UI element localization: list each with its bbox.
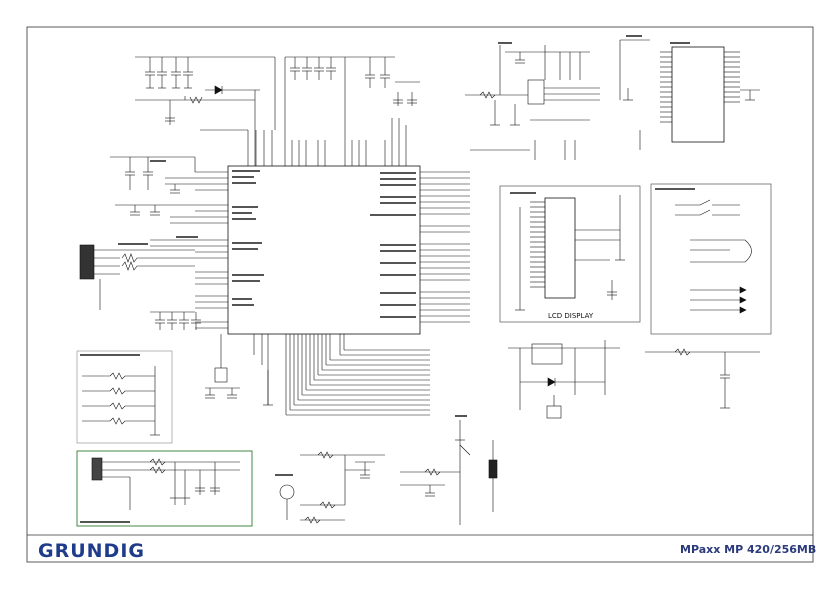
mcu-bottom-bus [253, 334, 430, 416]
earphone-circuit [91, 457, 240, 510]
lcd-connector [544, 197, 576, 299]
button-resistors [82, 366, 160, 436]
buttons-block [650, 183, 772, 335]
mcu-left-pins [195, 171, 228, 329]
model-title: MPaxx MP 420/256MB [680, 543, 817, 556]
battery-charger [508, 340, 760, 419]
net-label-texture [80, 35, 695, 523]
button-resistor-block [76, 350, 173, 444]
lcd-block-label: LCD DISPLAY [548, 312, 594, 320]
earphone-block [76, 450, 253, 527]
left-bottom-caps [150, 311, 201, 330]
button-switches [675, 199, 752, 314]
power-rail-top-left [135, 56, 276, 166]
sheet-border [26, 26, 814, 563]
flash-memory-chip [671, 46, 725, 143]
left-side-nets [110, 156, 196, 224]
mcu-right-pins [420, 171, 470, 323]
lcd-connector-pins [515, 195, 625, 311]
crystal-oscillator [205, 334, 273, 406]
microphone-circuit [279, 451, 385, 524]
charge-circuit [400, 420, 498, 525]
lcd-block [499, 185, 641, 323]
power-rail-top-middle [284, 56, 420, 140]
usb-connector [79, 239, 195, 310]
regulator-circuit [465, 45, 600, 160]
mcu-top-pins [247, 130, 407, 166]
brand-logo: GRUNDIG [38, 540, 145, 562]
flash-chip-pins [619, 39, 760, 150]
